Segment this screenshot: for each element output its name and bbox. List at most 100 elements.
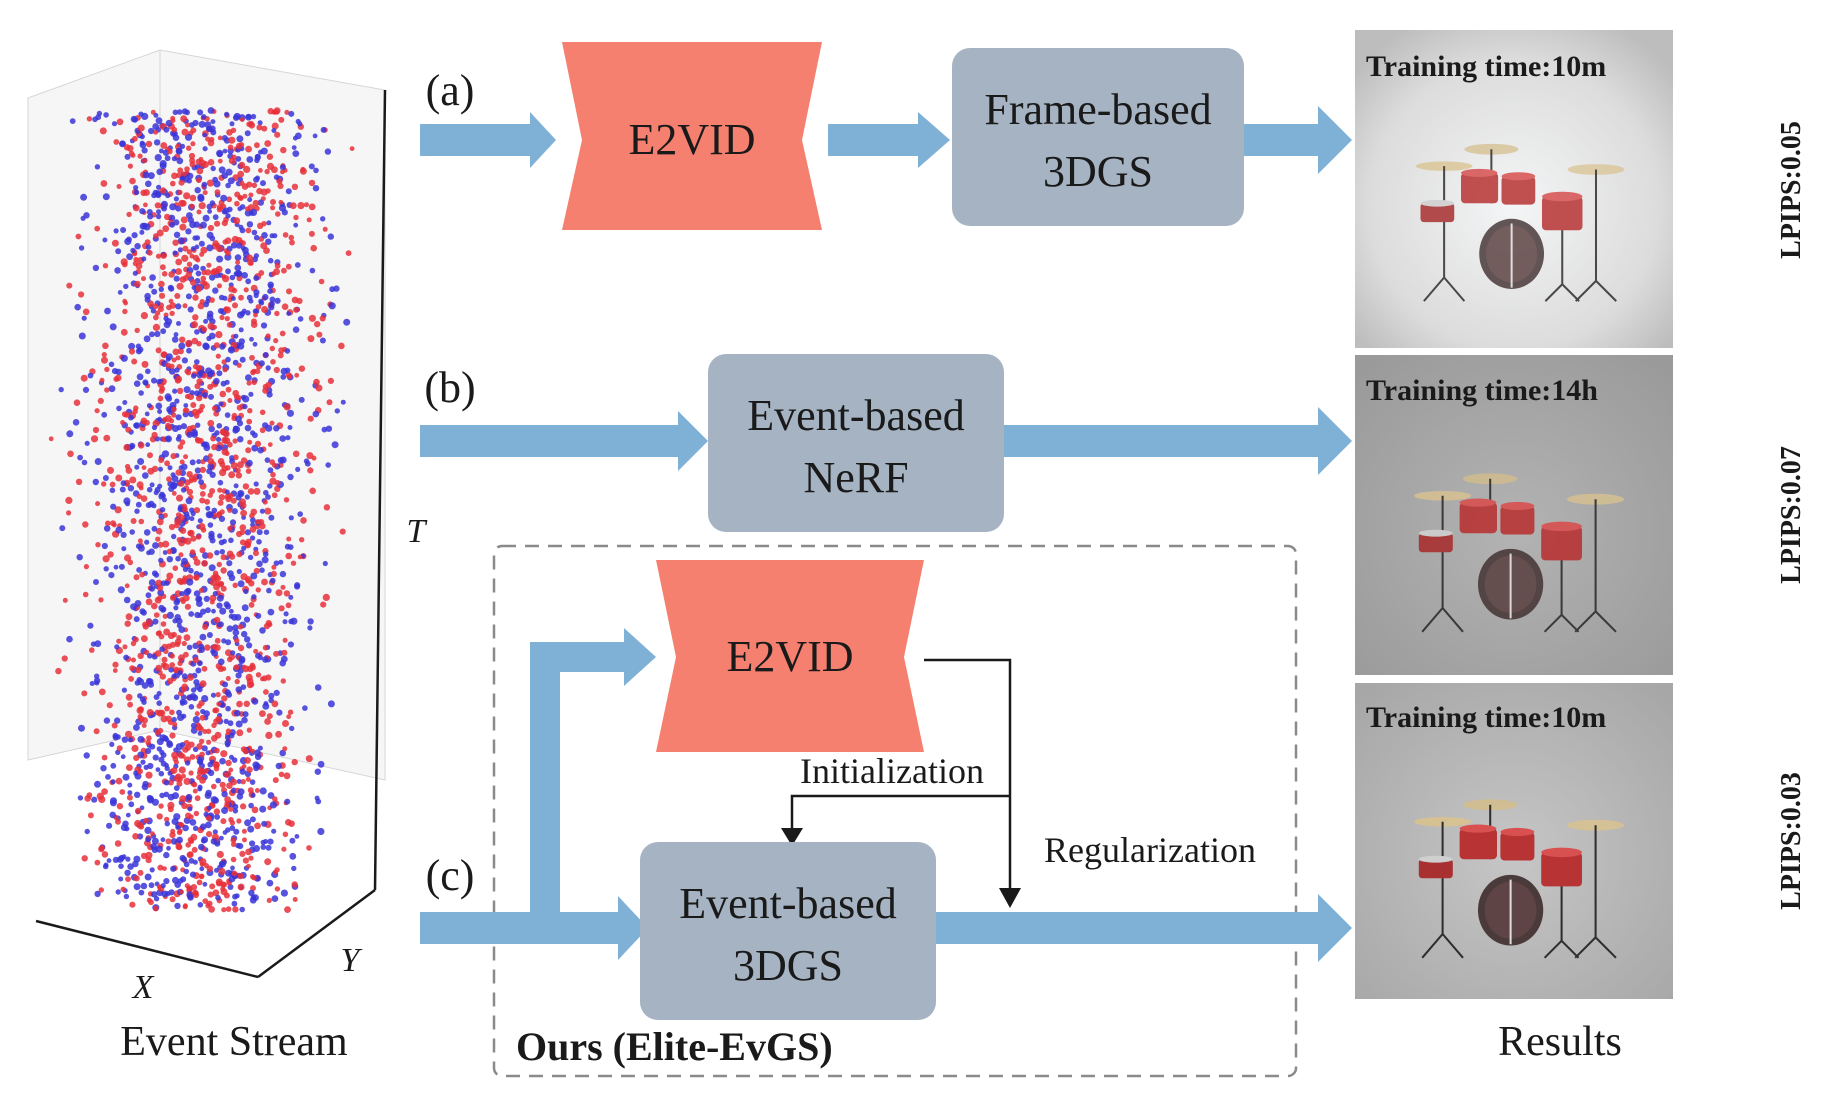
event-dot xyxy=(293,214,299,221)
event-dot xyxy=(207,419,215,427)
event-dot xyxy=(211,649,219,657)
event-dot xyxy=(231,287,238,294)
event-dot xyxy=(212,287,219,294)
event-dot xyxy=(271,128,277,133)
event-dot xyxy=(230,856,237,863)
event-dot xyxy=(203,595,210,603)
event-dot xyxy=(141,723,147,728)
event-dot xyxy=(248,192,254,198)
event-dot xyxy=(228,471,236,479)
event-dot xyxy=(202,624,209,630)
event-dot xyxy=(216,206,223,213)
event-dot xyxy=(159,292,166,299)
event-dot xyxy=(205,789,212,797)
event-dot xyxy=(193,590,201,597)
event-dot xyxy=(269,459,276,465)
event-dot xyxy=(238,294,244,301)
event-dot xyxy=(105,520,111,527)
event-dot xyxy=(163,878,170,885)
event-dot xyxy=(192,889,198,896)
event-dot xyxy=(247,439,253,445)
event-dot xyxy=(123,283,129,290)
event-dot xyxy=(145,771,153,779)
event-dot xyxy=(126,211,132,218)
event-dot xyxy=(158,286,164,292)
event-dot xyxy=(116,184,122,189)
event-dot xyxy=(155,845,163,853)
event-dot xyxy=(200,265,206,272)
event-dot xyxy=(246,114,252,120)
event-dot xyxy=(201,161,209,168)
event-dot xyxy=(271,700,279,708)
event-dot xyxy=(153,112,159,118)
event-dot xyxy=(139,229,145,235)
event-dot xyxy=(275,762,282,770)
event-dot xyxy=(169,709,175,716)
event-dot xyxy=(145,851,153,859)
event-dot xyxy=(139,140,145,146)
event-dot xyxy=(101,788,108,795)
event-dot xyxy=(322,593,330,602)
event-dot xyxy=(345,250,352,256)
event-dot xyxy=(155,767,161,772)
event-dot xyxy=(113,564,119,570)
event-dot xyxy=(195,667,202,674)
event-dot xyxy=(196,703,202,709)
event-dot xyxy=(234,254,242,261)
event-dot xyxy=(236,818,242,824)
event-dot xyxy=(112,668,118,673)
event-dot xyxy=(205,511,213,519)
result-3-training-time: Training time:10m xyxy=(1366,701,1606,734)
event-dot xyxy=(128,801,135,808)
event-dot xyxy=(227,346,235,354)
event-dot xyxy=(148,585,156,592)
event-dot xyxy=(204,269,212,276)
row-c-model-line1: Event-based xyxy=(679,879,896,928)
event-dot xyxy=(164,762,169,768)
event-dot xyxy=(169,831,176,839)
event-dot xyxy=(191,431,199,438)
event-dot xyxy=(251,368,257,374)
event-dot xyxy=(133,875,140,882)
event-dot xyxy=(98,887,105,893)
event-dot xyxy=(201,114,207,120)
event-dot xyxy=(140,312,148,320)
event-dot xyxy=(280,678,286,684)
event-dot xyxy=(269,296,276,303)
event-dot xyxy=(242,748,249,755)
event-dot xyxy=(288,234,295,241)
event-dot xyxy=(247,197,253,203)
event-dot xyxy=(289,725,295,732)
event-dot xyxy=(148,127,155,135)
event-dot xyxy=(211,783,217,790)
event-dot xyxy=(133,636,139,643)
event-dot xyxy=(265,333,271,339)
event-dot xyxy=(177,348,184,355)
event-dot xyxy=(238,327,244,333)
event-dot xyxy=(103,566,109,572)
event-dot xyxy=(222,275,230,283)
event-dot xyxy=(307,467,314,474)
event-dot xyxy=(165,192,171,199)
event-dot xyxy=(225,356,231,363)
event-dot xyxy=(325,462,332,468)
event-dot xyxy=(237,624,244,630)
event-dot xyxy=(201,665,208,672)
event-dot xyxy=(294,834,300,839)
arrow-b-in xyxy=(420,411,708,471)
event-dot xyxy=(257,120,263,126)
result-2-lpips: LPIPS:0.07 xyxy=(1776,446,1807,584)
event-dot xyxy=(165,838,172,845)
event-dot xyxy=(195,270,202,277)
event-dot xyxy=(155,117,163,124)
event-dot xyxy=(194,359,200,365)
event-dot xyxy=(102,342,109,350)
event-dot xyxy=(213,707,220,714)
event-dot xyxy=(265,238,272,245)
event-dot xyxy=(185,271,192,278)
event-dot xyxy=(187,806,193,812)
event-dot xyxy=(202,898,209,904)
event-dot xyxy=(115,248,122,255)
event-dot xyxy=(135,343,142,350)
event-dot xyxy=(133,724,140,731)
